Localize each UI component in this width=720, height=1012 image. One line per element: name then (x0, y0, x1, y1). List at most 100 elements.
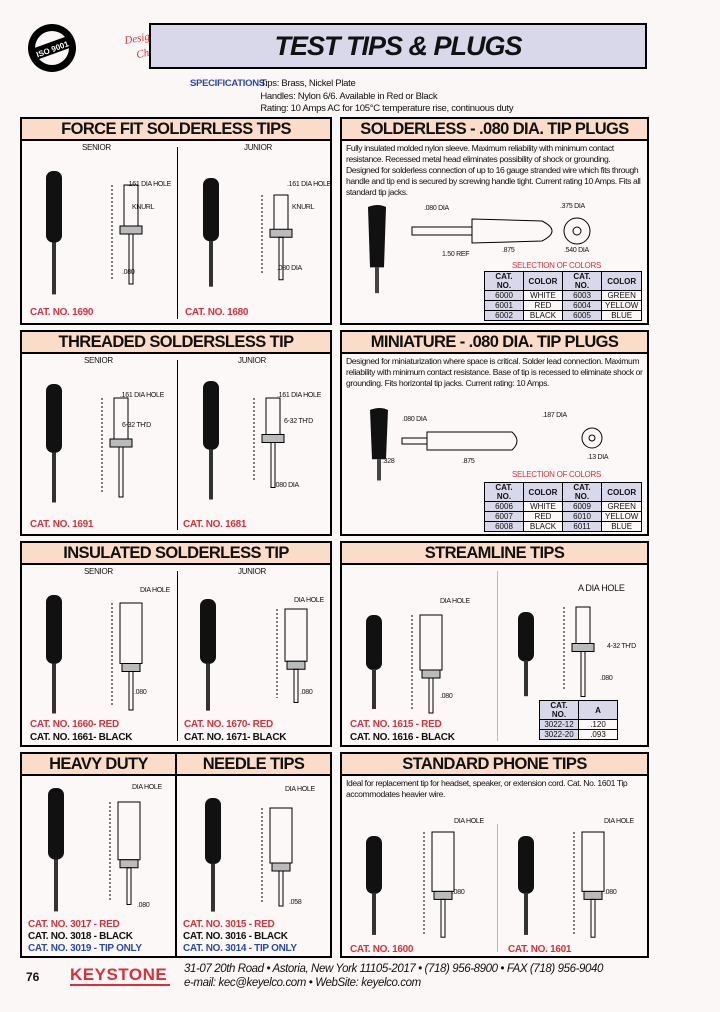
cat-no: CAT. NO. 1680 (185, 307, 249, 318)
cat-no-tip-only: CAT. NO. 3019 - TIP ONLY (28, 943, 142, 954)
table-cell: COLOR (600, 271, 643, 291)
table-cell: GREEN (600, 501, 643, 512)
cat-no: CAT. NO. 1690 (30, 307, 94, 318)
table-cell: BLUE (600, 310, 643, 321)
dim-label: .080 (122, 269, 135, 276)
dim-label: DIA HOLE (294, 597, 324, 604)
table-cell: 6003 (562, 290, 602, 301)
cat-no-red: CAT. NO. 1670- RED (184, 719, 273, 730)
table-cell: .120 (578, 719, 618, 730)
panel-title: INSULATED SOLDERLESS TIP (22, 543, 330, 565)
panel-miniature: MINIATURE - .080 DIA. TIP PLUGS Designed… (340, 330, 649, 536)
divider (177, 360, 178, 530)
table-cell: CAT. NO. (562, 482, 602, 502)
dim-label: DIA HOLE (285, 786, 315, 793)
dim-label: .080 (134, 689, 147, 696)
cat-no-red: CAT. NO. 3017 - RED (28, 919, 120, 930)
panel-needle: NEEDLE TIPS DIA HOLE .058 CAT. NO. 3015 … (175, 752, 332, 958)
tip-photo (46, 171, 62, 295)
table-cell: WHITE (523, 501, 563, 512)
dim-label: .080 (452, 889, 465, 896)
panel-threaded: THREADED SOLDERSLESS TIP SENIOR JUNIOR .… (20, 330, 332, 536)
spec-tips: Tips: Brass, Nickel Plate (260, 78, 356, 89)
cat-no-black: CAT. NO. 1671- BLACK (184, 732, 287, 743)
tip-dimension-drawing (261, 807, 293, 907)
tip-dimension-drawing (276, 608, 308, 703)
dim-label: .161 DIA HOLE (277, 392, 321, 399)
tip-photo (518, 836, 534, 935)
panel-title: THREADED SOLDERSLESS TIP (22, 332, 330, 354)
divider (177, 571, 178, 741)
table-cell: CAT. NO. (562, 271, 602, 291)
tip-photo (366, 615, 382, 709)
dim-label: A DIA HOLE (578, 583, 625, 593)
table-cell: 6001 (484, 300, 524, 311)
cat-no: CAT. NO. 1691 (30, 519, 94, 530)
panel-phone-tips: STANDARD PHONE TIPS Ideal for replacemen… (340, 752, 649, 958)
panel-force-fit: FORCE FIT SOLDERLESS TIPS SENIOR JUNIOR … (20, 117, 332, 325)
table-cell: YELLOW (600, 300, 643, 311)
tip-dimension-drawing (573, 831, 605, 938)
tip-photo (370, 408, 388, 481)
table-cell: RED (523, 511, 563, 522)
dim-label: DIA HOLE (604, 818, 634, 825)
dim-label: DIA HOLE (454, 818, 484, 825)
iso-9001-seal: ISO 9001 (28, 24, 76, 72)
panel-title: SOLDERLESS - .080 DIA. TIP PLUGS (342, 119, 647, 141)
panel-solderless-plugs: SOLDERLESS - .080 DIA. TIP PLUGS Fully i… (340, 117, 649, 325)
tip-photo (203, 178, 219, 287)
description: Ideal for replacement tip for headset, s… (346, 778, 628, 799)
table-header: CAT. NO.A (539, 700, 618, 720)
dim-label: .375 DIA (560, 203, 585, 210)
dim-label: .875 (502, 247, 515, 254)
divider (177, 147, 178, 319)
dim-label: .187 DIA (542, 412, 567, 419)
panel-title: NEEDLE TIPS (177, 754, 330, 776)
table-cell: 6010 (562, 511, 602, 522)
page-title: TEST TIPS & PLUGS (274, 30, 522, 61)
tip-dimension-drawing (261, 194, 293, 281)
tip-dimension-drawing (411, 614, 443, 714)
tip-dimension-drawing (253, 397, 285, 488)
junior-label: JUNIOR (238, 356, 266, 365)
table-cell: GREEN (600, 290, 643, 301)
dim-label: .875 (462, 458, 475, 465)
junior-label: JUNIOR (244, 143, 272, 152)
tip-photo (46, 595, 62, 714)
cat-no-black: CAT. NO. 1616 - BLACK (350, 732, 455, 743)
dim-label: .080 (600, 675, 613, 682)
cat-no-black: CAT. NO. 3016 - BLACK (183, 931, 288, 942)
tip-dimension-drawing (101, 397, 133, 498)
website-link[interactable]: • WebSite: keyelco.com (308, 977, 421, 989)
cat-no: CAT. NO. 1681 (183, 519, 247, 530)
table-cell: WHITE (523, 290, 563, 301)
table-cell: BLUE (600, 521, 643, 532)
table-cell: 3022-20 (539, 729, 579, 740)
spec-rating: Rating: 10 Amps AC for 105°C temperature… (260, 103, 514, 114)
dim-label: .13 DIA (587, 454, 609, 461)
tip-photo (200, 599, 216, 711)
table-row: 3022-12.120 (539, 719, 618, 730)
tip-dimension-drawing (109, 801, 141, 905)
cat-no-tip-only: CAT. NO. 3014 - TIP ONLY (183, 943, 297, 954)
dim-label: .161 DIA HOLE (287, 181, 331, 188)
table-cell: 6011 (562, 521, 602, 532)
description: Designed for miniaturization where space… (346, 356, 643, 388)
panel-title: FORCE FIT SOLDERLESS TIPS (22, 119, 330, 141)
email-link[interactable]: e-mail: kec@keyelco.com (184, 977, 306, 989)
dim-label: .161 DIA HOLE (120, 392, 164, 399)
table-row: 3022-20.093 (539, 729, 618, 740)
contact-info: 31-07 20th Road • Astoria, New York 1110… (184, 962, 603, 990)
tip-photo (366, 836, 382, 935)
cat-no: CAT. NO. 1601 (508, 944, 572, 955)
panel-insulated: INSULATED SOLDERLESS TIP SENIOR JUNIOR D… (20, 541, 332, 747)
senior-label: SENIOR (84, 567, 113, 576)
junior-label: JUNIOR (238, 567, 266, 576)
